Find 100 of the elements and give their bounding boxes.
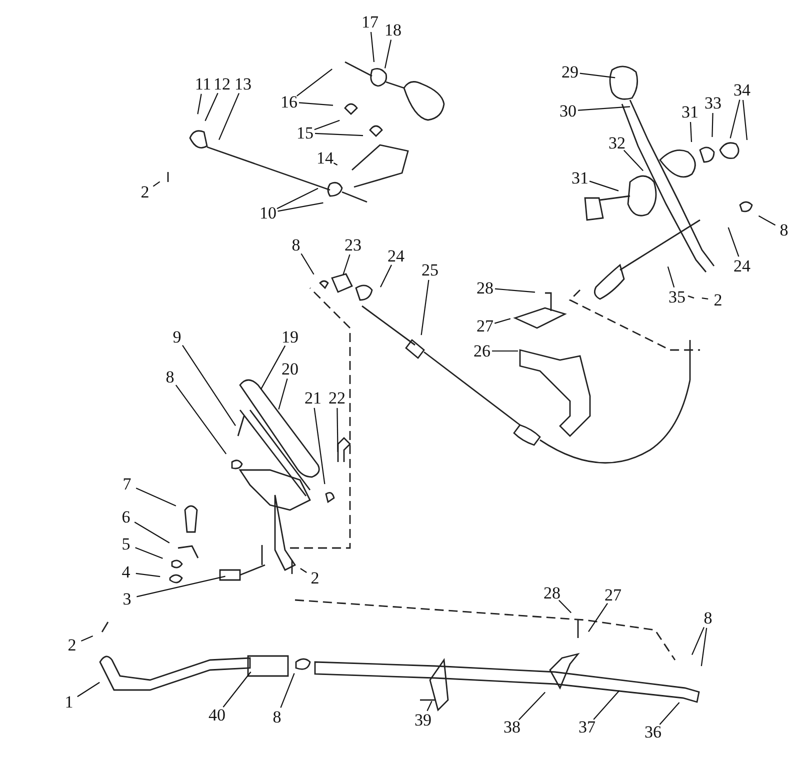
leader-line (197, 94, 202, 114)
callout-number: 9 (172, 328, 182, 346)
leader-line (278, 378, 288, 410)
callout-number: 27 (604, 586, 622, 604)
callout-number: 31 (572, 170, 588, 186)
leader-line (204, 92, 218, 122)
leader-line (298, 102, 334, 106)
callout-number: 31 (682, 104, 698, 120)
callout-number: 38 (504, 718, 520, 736)
callout-number: 5 (122, 536, 130, 552)
callout-number: 27 (476, 318, 494, 334)
leader-line (702, 298, 708, 300)
callout-number: 2 (68, 636, 76, 654)
callout-number: 16 (280, 94, 298, 110)
callout-number: 39 (414, 712, 432, 728)
leader-line (728, 227, 740, 257)
callout-number: 35 (668, 288, 686, 306)
leader-line (182, 345, 236, 426)
leader-line (712, 112, 714, 138)
callout-number: 6 (122, 508, 130, 526)
leader-line (260, 345, 286, 390)
leader-line (588, 603, 608, 632)
callout-number: 29 (562, 64, 578, 80)
callout-number: 10 (260, 204, 276, 222)
leader-line (426, 700, 432, 712)
callout-number: 13 (234, 76, 252, 92)
leader-line (336, 408, 338, 452)
leader-line (667, 266, 675, 288)
leader-line (296, 68, 332, 96)
leader-line (300, 253, 314, 275)
callout-number: 40 (208, 706, 226, 724)
callout-number: 26 (474, 342, 490, 360)
leader-line (136, 572, 160, 578)
callout-number: 30 (560, 102, 576, 120)
callout-number: 22 (328, 390, 346, 406)
callout-number: 8 (166, 368, 174, 386)
callout-number: 12 (214, 76, 230, 92)
callout-number: 8 (272, 708, 282, 726)
leader-line (314, 120, 340, 130)
callout-number: 2 (140, 184, 150, 200)
leader-line (624, 150, 644, 172)
leader-line (742, 100, 748, 140)
callout-number: 37 (578, 718, 596, 736)
callout-number: 11 (194, 76, 212, 92)
callout-number: 14 (316, 150, 334, 166)
callout-number: 8 (292, 236, 300, 254)
callout-number: 2 (310, 570, 320, 586)
leader-line (278, 202, 324, 212)
leader-line (135, 547, 163, 559)
leader-line (730, 100, 740, 138)
callout-number: 3 (122, 590, 132, 608)
leader-line (300, 568, 307, 573)
leader-line (134, 522, 170, 544)
leader-line (518, 692, 546, 720)
leader-line (314, 408, 326, 484)
leader-line (558, 600, 572, 614)
leader-line (314, 132, 364, 136)
leader-line (136, 488, 176, 506)
callout-number: 32 (608, 134, 626, 152)
callout-number: 21 (304, 390, 322, 406)
callout-number: 24 (388, 248, 404, 264)
callout-number: 28 (476, 280, 494, 296)
leader-line (593, 690, 620, 720)
callout-number: 19 (282, 328, 298, 346)
leader-line (222, 672, 252, 708)
leader-line (136, 576, 226, 598)
callout-number: 8 (704, 610, 712, 626)
callout-number: 34 (734, 82, 750, 98)
callout-number: 33 (704, 94, 722, 112)
leader-line (80, 636, 94, 642)
callout-number: 18 (384, 22, 402, 38)
leader-line (494, 288, 536, 293)
callout-number: 1 (64, 694, 74, 710)
leader-line (218, 92, 240, 140)
callout-number: 28 (544, 584, 560, 602)
callout-number: 8 (780, 222, 788, 238)
leader-line (659, 702, 680, 725)
leader-line (152, 181, 160, 187)
leader-line (580, 72, 616, 78)
leader-line (492, 350, 518, 352)
leader-line (276, 188, 318, 210)
leader-line (175, 384, 227, 454)
callout-number: 2 (714, 292, 722, 308)
leader-line (384, 40, 392, 68)
callout-number: 17 (362, 14, 378, 30)
leader-line (589, 180, 619, 192)
leader-line (280, 673, 295, 708)
leader-line (578, 106, 630, 111)
callout-number: 36 (644, 724, 662, 740)
callout-number: 7 (122, 476, 132, 492)
leader-line (758, 215, 776, 226)
leader-line (692, 626, 704, 656)
callout-number: 4 (122, 564, 130, 580)
leader-line (700, 628, 708, 666)
callout-number: 24 (734, 258, 750, 274)
callout-number: 20 (282, 360, 298, 378)
leader-line (77, 682, 100, 698)
leader-line (370, 32, 375, 62)
callout-number: 23 (344, 236, 362, 254)
callout-number: 15 (296, 124, 314, 142)
